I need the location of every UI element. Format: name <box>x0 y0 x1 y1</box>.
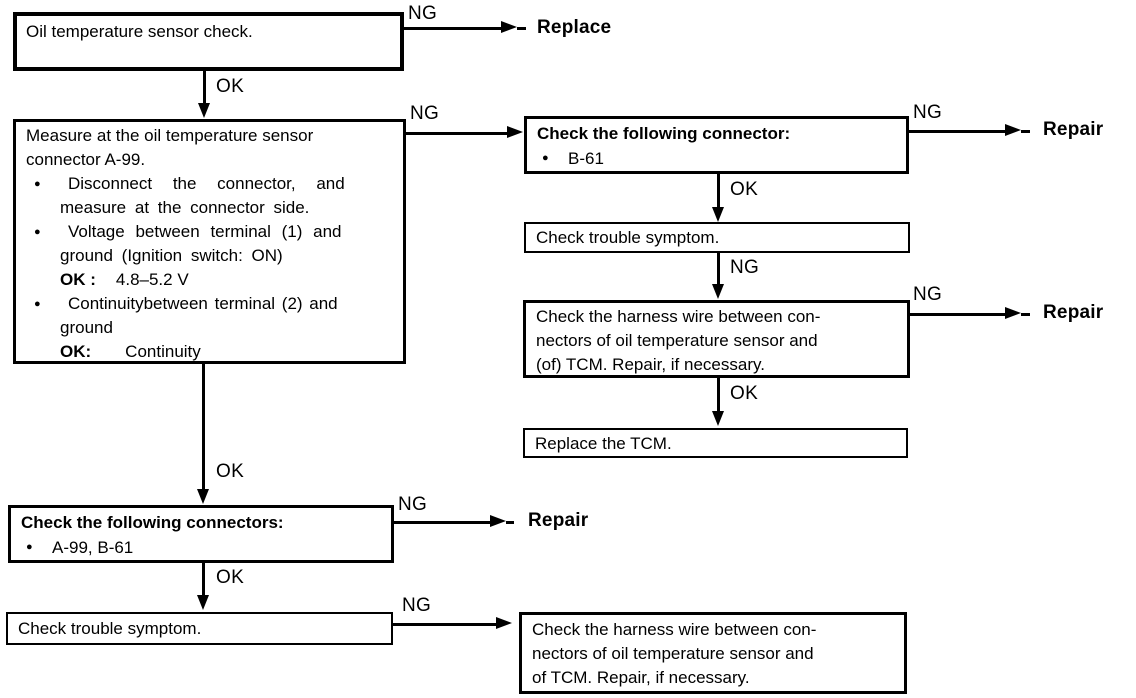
edge-label-ok: OK <box>216 461 245 482</box>
node-text: Check trouble symptom. <box>536 228 720 247</box>
node-harness-wire-right: Check the harness wire between con- nect… <box>523 300 910 378</box>
node-text: Oil temperature sensor check. <box>26 22 253 41</box>
connector-line <box>393 623 496 626</box>
node-check-trouble-symptom-right: Check trouble symptom. <box>524 222 910 253</box>
node-oil-temp-sensor-check: Oil temperature sensor check. <box>13 12 404 71</box>
outcome-repair: Repair <box>528 510 589 531</box>
ok-spec-value: 4.8–5.2 V <box>115 270 189 289</box>
ok-spec-label: OK : <box>60 270 96 289</box>
node-text: (of) TCM. Repair, if necessary. <box>536 355 765 374</box>
ok-spec-label: OK: <box>60 342 92 361</box>
arrow-right-icon <box>1005 307 1021 319</box>
node-check-trouble-symptom-left: Check trouble symptom. <box>6 612 393 645</box>
node-text: of TCM. Repair, if necessary. <box>532 668 750 687</box>
node-measure-connector-a99: Measure at the oil temperature sensor co… <box>13 119 406 364</box>
node-title: Check the following connector: <box>537 124 791 143</box>
edge-label-ng: NG <box>398 494 428 515</box>
arrow-right-icon <box>501 21 517 33</box>
connector-line <box>394 521 490 524</box>
node-text: nectors of oil temperature sensor and <box>536 331 818 350</box>
node-text: A-99, B-61 <box>52 538 134 557</box>
edge-label-ng: NG <box>410 103 440 124</box>
connector-line <box>506 521 514 524</box>
node-text: Check the harness wire between con- <box>532 620 817 639</box>
edge-label-ng: NG <box>913 102 943 123</box>
connector-line <box>909 130 1005 133</box>
node-text: ground (Ignition switch: ON) <box>60 246 283 265</box>
bullet-icon: ● <box>34 298 41 310</box>
ok-spec-line: OK: Continuity <box>26 340 393 364</box>
edge-label-ok: OK <box>216 567 245 588</box>
node-text: Check the harness wire between con- <box>536 307 821 326</box>
bullet-icon: ● <box>34 226 41 238</box>
connector-line <box>717 378 720 412</box>
bullet-row: ● Voltage between terminal (1) and <box>26 220 393 244</box>
arrow-down-icon <box>712 411 724 426</box>
node-text: measure at the connector side. <box>60 198 310 217</box>
connector-line <box>202 563 205 596</box>
node-text: Disconnect the connector, and <box>68 174 345 193</box>
connector-line <box>717 174 720 208</box>
node-check-connectors-a99-b61: Check the following connectors: ● A-99, … <box>8 505 394 563</box>
bullet-row: ● Disconnect the connector, and <box>26 172 393 196</box>
arrow-right-icon <box>490 515 506 527</box>
node-replace-tcm: Replace the TCM. <box>523 428 908 458</box>
connector-line <box>517 27 526 30</box>
bullet-row: ● A-99, B-61 <box>21 535 381 560</box>
edge-label-ng: NG <box>408 3 438 24</box>
connector-line <box>202 364 205 490</box>
arrow-right-icon <box>507 126 523 138</box>
edge-label-ok: OK <box>730 383 759 404</box>
node-text: Voltage between terminal (1) and <box>68 222 342 241</box>
ok-spec-line: OK : 4.8–5.2 V <box>26 268 393 292</box>
arrow-down-icon <box>197 489 209 504</box>
node-text: Measure at the oil temperature sensor <box>26 126 314 145</box>
connector-line <box>717 253 720 284</box>
bullet-icon: ● <box>542 152 549 164</box>
node-text: connector A-99. <box>26 150 146 169</box>
bullet-icon: ● <box>34 178 41 190</box>
outcome-replace: Replace <box>537 17 612 38</box>
bullet-row: ● B-61 <box>537 146 896 171</box>
edge-label-ng: NG <box>913 284 943 305</box>
edge-label-ng: NG <box>402 595 432 616</box>
node-check-connector-b61: Check the following connector: ● B-61 <box>524 116 909 174</box>
node-text: B-61 <box>568 149 604 168</box>
connector-line <box>406 132 507 135</box>
arrow-down-icon <box>712 207 724 222</box>
node-harness-wire-bottom: Check the harness wire between con- nect… <box>519 612 907 694</box>
connector-line <box>1021 130 1030 133</box>
node-text: Replace the TCM. <box>535 434 672 453</box>
node-text: Check trouble symptom. <box>18 619 202 638</box>
arrow-down-icon <box>712 284 724 299</box>
arrow-right-icon <box>1005 124 1021 136</box>
arrow-right-icon <box>496 617 512 629</box>
edge-label-ng: NG <box>730 257 760 278</box>
bullet-row: ● Continuitybetween terminal (2) and <box>26 292 393 316</box>
node-text: Continuitybetween terminal (2) and <box>68 294 338 313</box>
edge-label-ok: OK <box>216 76 245 97</box>
node-text: nectors of oil temperature sensor and <box>532 644 814 663</box>
bullet-icon: ● <box>26 541 33 553</box>
arrow-down-icon <box>197 595 209 610</box>
connector-line <box>1021 313 1030 316</box>
arrow-down-icon <box>198 103 210 118</box>
node-text: ground <box>60 318 113 337</box>
connector-line <box>203 71 206 105</box>
connector-line <box>910 313 1005 316</box>
connector-line <box>403 27 501 30</box>
ok-spec-value: Continuity <box>125 342 201 361</box>
edge-label-ok: OK <box>730 179 759 200</box>
outcome-repair: Repair <box>1043 302 1104 323</box>
outcome-repair: Repair <box>1043 119 1104 140</box>
node-title: Check the following connectors: <box>21 513 284 532</box>
